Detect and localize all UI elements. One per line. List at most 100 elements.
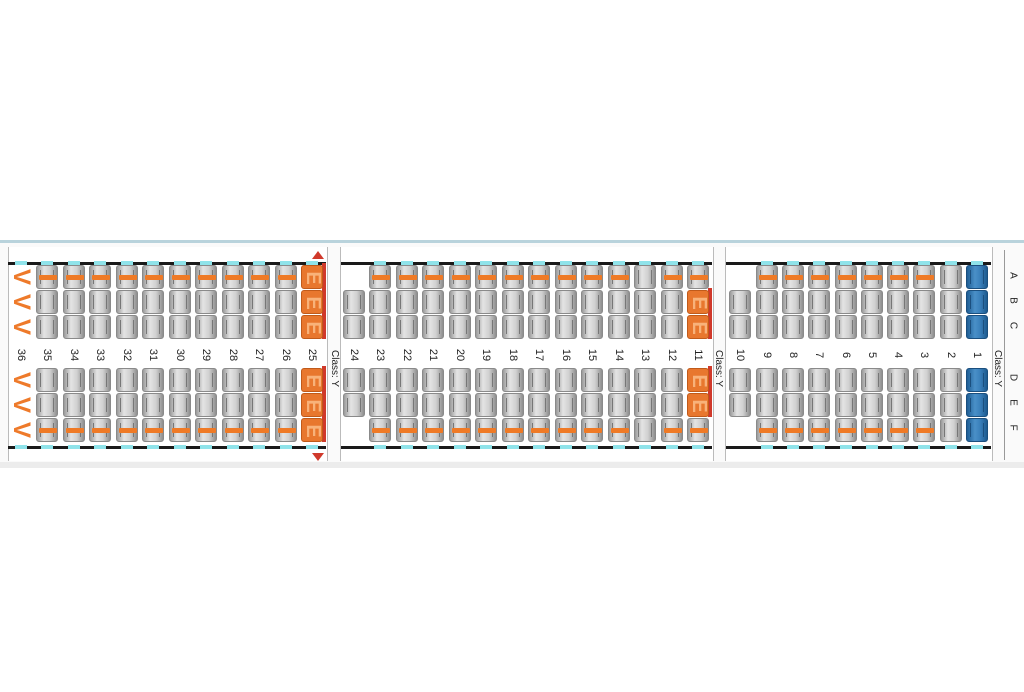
- seat-12e[interactable]: [660, 393, 683, 417]
- seat-28b[interactable]: [221, 290, 244, 314]
- seat-34b[interactable]: [62, 290, 85, 314]
- seat-9c[interactable]: [755, 315, 778, 339]
- seat-30b[interactable]: [168, 290, 191, 314]
- seat-10d[interactable]: [729, 368, 752, 392]
- seat-26a[interactable]: [274, 265, 297, 289]
- seat-29f[interactable]: [195, 418, 217, 442]
- seat-27c[interactable]: [248, 315, 270, 339]
- seat-25d[interactable]: E: [301, 368, 325, 392]
- seat-27f[interactable]: [248, 418, 270, 442]
- seat-22d[interactable]: [395, 368, 418, 392]
- seat-35e[interactable]: [36, 393, 58, 417]
- seat-20c[interactable]: [448, 315, 471, 339]
- seat-22a[interactable]: [395, 265, 418, 289]
- seat-11b[interactable]: E: [687, 290, 711, 314]
- seat-31b[interactable]: [142, 290, 164, 314]
- seat-29b[interactable]: [195, 290, 217, 314]
- seat-15a[interactable]: [581, 265, 603, 289]
- seat-10b[interactable]: [729, 290, 752, 314]
- seat-29e[interactable]: [195, 393, 217, 417]
- seat-33a[interactable]: [89, 265, 111, 289]
- seat-17c[interactable]: [528, 315, 550, 339]
- seat-6c[interactable]: [834, 315, 857, 339]
- seat-19f[interactable]: [475, 418, 497, 442]
- seat-1e[interactable]: [966, 393, 988, 417]
- seat-6b[interactable]: [834, 290, 857, 314]
- seat-2e[interactable]: [939, 393, 962, 417]
- seat-32e[interactable]: [115, 393, 138, 417]
- seat-28e[interactable]: [221, 393, 244, 417]
- seat-3a[interactable]: [913, 265, 936, 289]
- seat-8a[interactable]: [781, 265, 804, 289]
- seat-8b[interactable]: [781, 290, 804, 314]
- seat-7f[interactable]: [808, 418, 831, 442]
- seat-28a[interactable]: [221, 265, 244, 289]
- seat-7a[interactable]: [808, 265, 831, 289]
- seat-16c[interactable]: [554, 315, 577, 339]
- seat-12d[interactable]: [660, 368, 683, 392]
- seat-14d[interactable]: [607, 368, 630, 392]
- seat-30d[interactable]: [168, 368, 191, 392]
- seat-31c[interactable]: [142, 315, 164, 339]
- seat-30f[interactable]: [168, 418, 191, 442]
- seat-4c[interactable]: [887, 315, 910, 339]
- seat-2a[interactable]: [939, 265, 962, 289]
- seat-20b[interactable]: [448, 290, 471, 314]
- seat-15e[interactable]: [581, 393, 603, 417]
- seat-15f[interactable]: [581, 418, 603, 442]
- seat-26b[interactable]: [274, 290, 297, 314]
- seat-7c[interactable]: [808, 315, 831, 339]
- seat-7e[interactable]: [808, 393, 831, 417]
- seat-32b[interactable]: [115, 290, 138, 314]
- seat-36c[interactable]: V: [8, 315, 35, 339]
- seat-2d[interactable]: [939, 368, 962, 392]
- seat-19d[interactable]: [475, 368, 497, 392]
- seat-13c[interactable]: [634, 315, 656, 339]
- seat-33e[interactable]: [89, 393, 111, 417]
- seat-30e[interactable]: [168, 393, 191, 417]
- seat-6e[interactable]: [834, 393, 857, 417]
- seat-9d[interactable]: [755, 368, 778, 392]
- seat-26f[interactable]: [274, 418, 297, 442]
- seat-5d[interactable]: [860, 368, 883, 392]
- seat-34a[interactable]: [62, 265, 85, 289]
- seat-18b[interactable]: [501, 290, 524, 314]
- seat-31a[interactable]: [142, 265, 164, 289]
- seat-23c[interactable]: [369, 315, 391, 339]
- seat-21e[interactable]: [422, 393, 444, 417]
- seat-14c[interactable]: [607, 315, 630, 339]
- seat-36f[interactable]: V: [8, 418, 35, 442]
- seat-32d[interactable]: [115, 368, 138, 392]
- seat-4a[interactable]: [887, 265, 910, 289]
- seat-9b[interactable]: [755, 290, 778, 314]
- seat-16d[interactable]: [554, 368, 577, 392]
- seat-2c[interactable]: [939, 315, 962, 339]
- seat-17f[interactable]: [528, 418, 550, 442]
- seat-19e[interactable]: [475, 393, 497, 417]
- seat-13f[interactable]: [634, 418, 656, 442]
- seat-9e[interactable]: [755, 393, 778, 417]
- seat-12a[interactable]: [660, 265, 683, 289]
- seat-18f[interactable]: [501, 418, 524, 442]
- seat-11d[interactable]: E: [687, 368, 711, 392]
- seat-3d[interactable]: [913, 368, 936, 392]
- seat-32a[interactable]: [115, 265, 138, 289]
- seat-22b[interactable]: [395, 290, 418, 314]
- seat-14e[interactable]: [607, 393, 630, 417]
- seat-19c[interactable]: [475, 315, 497, 339]
- seat-25c[interactable]: E: [301, 315, 325, 339]
- seat-18c[interactable]: [501, 315, 524, 339]
- seat-17b[interactable]: [528, 290, 550, 314]
- seat-22e[interactable]: [395, 393, 418, 417]
- seat-18a[interactable]: [501, 265, 524, 289]
- seat-2f[interactable]: [939, 418, 962, 442]
- seat-33d[interactable]: [89, 368, 111, 392]
- seat-16f[interactable]: [554, 418, 577, 442]
- seat-34e[interactable]: [62, 393, 85, 417]
- seat-5f[interactable]: [860, 418, 883, 442]
- seat-13d[interactable]: [634, 368, 656, 392]
- seat-6d[interactable]: [834, 368, 857, 392]
- seat-6a[interactable]: [834, 265, 857, 289]
- scroll-up-arrow-icon[interactable]: [312, 251, 324, 259]
- seat-27a[interactable]: [248, 265, 270, 289]
